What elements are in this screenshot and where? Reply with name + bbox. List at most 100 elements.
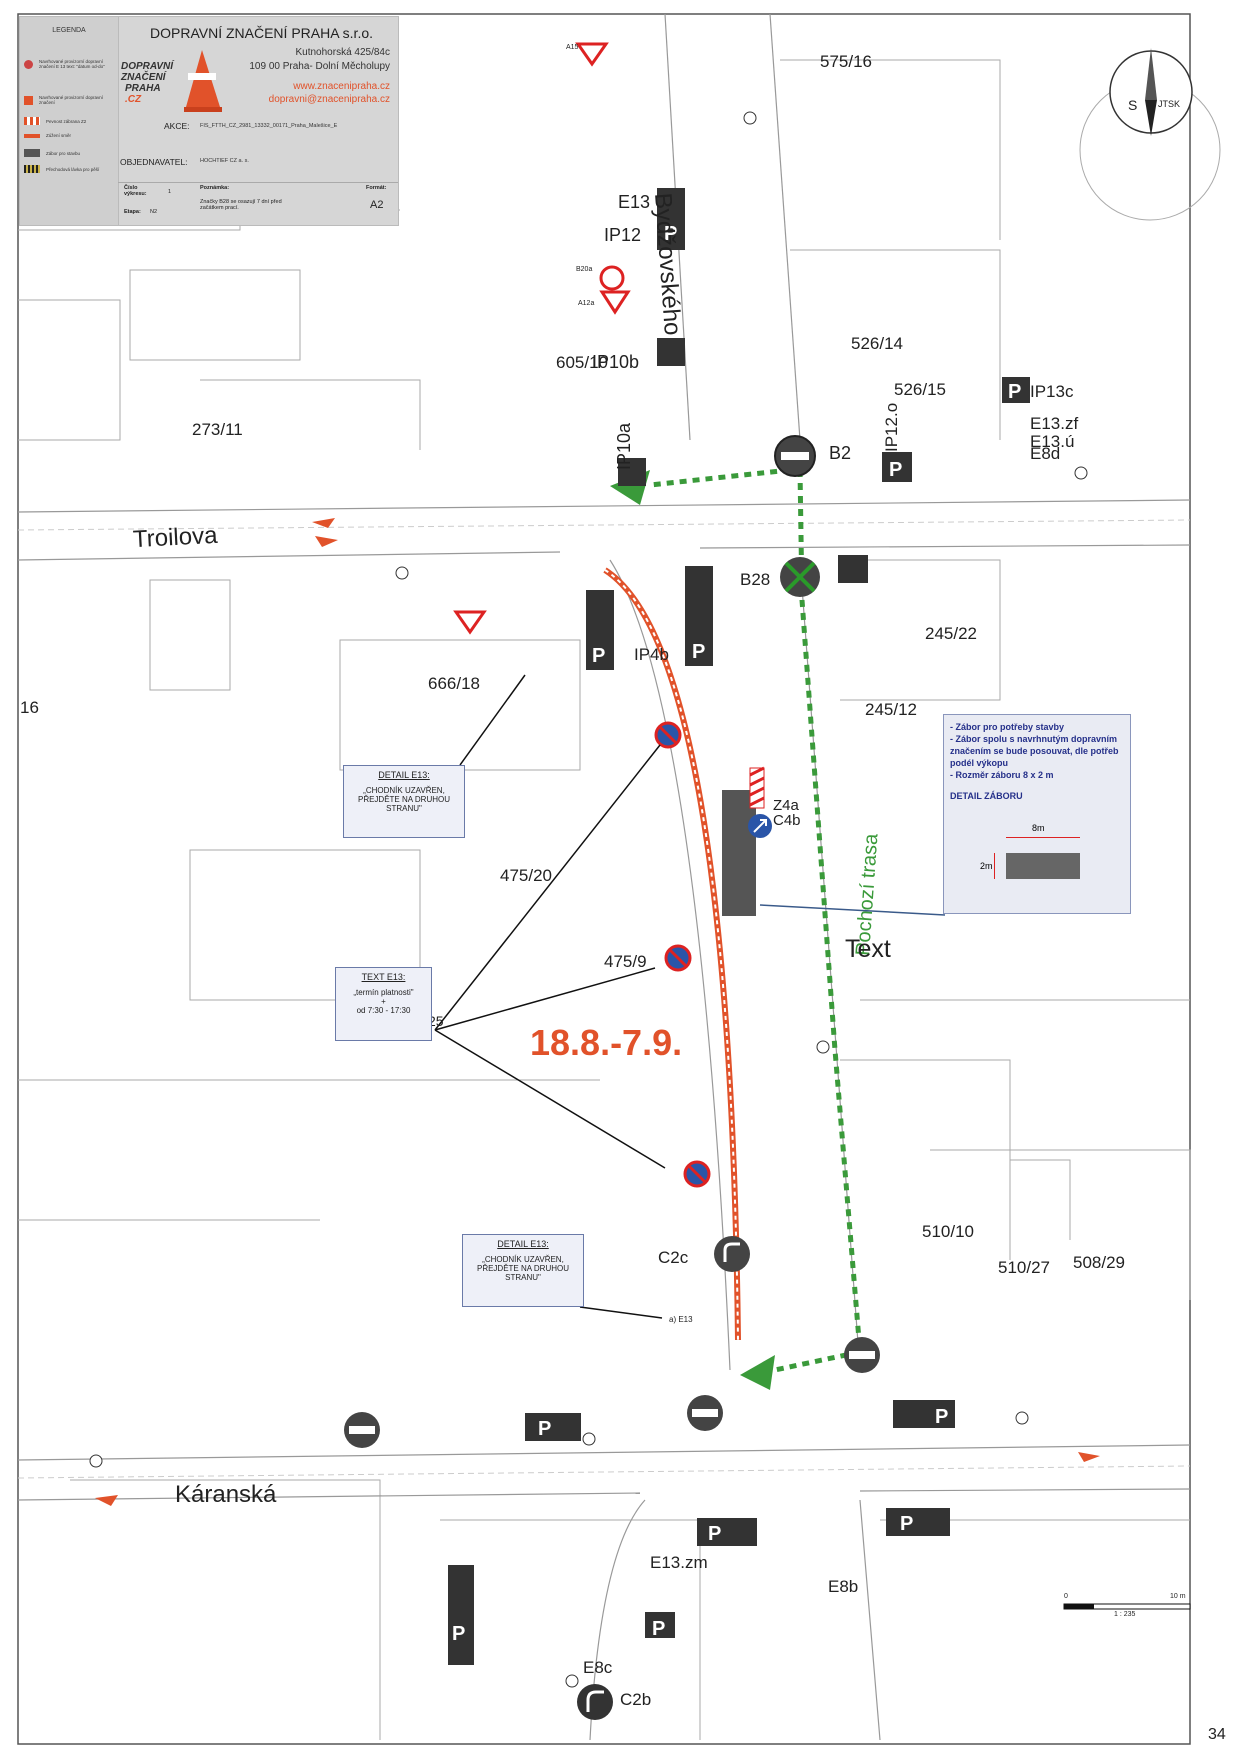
logo-text: ZNAČENÍ [121, 72, 166, 83]
cone-icon [184, 50, 222, 112]
legend-item: Pevnost zábrana Z2 [24, 117, 116, 125]
text-label: Text [845, 935, 891, 963]
zabor-dim-h-line [994, 853, 995, 879]
scale-end: 10 m [1170, 1593, 1186, 1600]
b28-sign-icon [683, 1160, 711, 1188]
sign-code: C4b [773, 812, 801, 829]
divider [118, 182, 398, 183]
direction-arrow-2 [315, 536, 338, 547]
company-name: DOPRAVNÍ ZNAČENÍ PRAHA s.r.o. [150, 25, 374, 41]
parcel-label: 575/16 [820, 52, 872, 71]
b20a-sign-icon [599, 265, 625, 291]
zabor-rect [1006, 853, 1080, 879]
sign-code: E13.zm [650, 1553, 708, 1572]
road-edges [17, 13, 1191, 1741]
sign-code: A15 [566, 44, 579, 51]
street-karanska: Káranská [175, 1481, 277, 1508]
sign-code: E8b [828, 1577, 859, 1596]
etapa-value: N2 [150, 209, 158, 215]
text-e13-note: TEXT E13: „termín platnosti" + od 7:30 -… [335, 967, 432, 1041]
zabor-line: - Rozměr záboru 8 x 2 m [950, 770, 1054, 780]
detail-e13-note-2: DETAIL E13: „CHODNÍK UZAVŘEN, PŘEJDĚTE N… [462, 1234, 584, 1307]
sign-code: Z4a [773, 797, 799, 814]
svg-text:P: P [692, 641, 705, 663]
zabor-detail-box: - Zábor pro potřeby stavby - Zábor spolu… [943, 714, 1131, 914]
note-text: „CHODNÍK UZAVŘEN, PŘEJDĚTE NA DRUHOU STR… [357, 786, 450, 813]
sign-code: B28 [740, 570, 771, 589]
scale-start: 0 [1064, 1593, 1068, 1600]
work-zone [722, 790, 756, 916]
street-troilova: Troilova [132, 521, 219, 554]
legend-title: LEGENDA [52, 27, 86, 34]
b2-sign-icon [344, 1412, 380, 1448]
legend-swatch [24, 117, 40, 125]
company-address1: Kutnohorská 425/84c [295, 47, 390, 58]
scale-ratio: 1 : 235 [1114, 1611, 1136, 1618]
title-block: LEGENDA Navrhované provizorní dopravní z… [19, 16, 399, 226]
parcel-label: 526/14 [851, 334, 903, 353]
ip12-sign-icon [893, 1400, 955, 1428]
a15-sign-icon [453, 610, 487, 635]
zabor-dim-h: 2m [980, 861, 993, 871]
north-s: S [1128, 97, 1138, 113]
svg-text:P: P [889, 459, 902, 481]
sign-code: a) E13 [669, 1315, 693, 1324]
logo-text: .CZ [125, 94, 142, 105]
parcel-label: 16 [20, 698, 39, 717]
etapa-label: Etapa: [124, 209, 141, 215]
page-number: 34 [1208, 1726, 1226, 1743]
parcel-label: 510/27 [998, 1258, 1050, 1277]
parcel-label: 273/11 [192, 420, 243, 439]
ip12-sign-icon [657, 188, 685, 250]
zabor-dim-w: 8m [1032, 823, 1045, 833]
svg-text:P: P [1008, 381, 1021, 403]
company-web: www.znacenipraha.cz [293, 81, 390, 92]
parcel-label: 508/29 [1073, 1253, 1125, 1272]
parking-signs [448, 188, 1030, 1665]
parcel-label: 605/10 [556, 353, 608, 372]
sign-code: E13 [618, 192, 651, 212]
ip10a-sign-icon [838, 555, 868, 583]
parcel-label: 245/22 [925, 624, 977, 643]
lamp-symbols [89, 111, 1088, 1688]
logo-text: PRAHA [125, 83, 161, 94]
ip4b-sign-icon [886, 1508, 950, 1536]
curb-lines [17, 519, 1191, 1479]
ip13c-sign-icon [586, 590, 614, 670]
legend-swatch [24, 149, 40, 157]
b28-sign-icon [780, 557, 820, 597]
poznamka-label: Poznámka: [200, 185, 230, 191]
note-line: od 7:30 - 17:30 [356, 1006, 411, 1015]
direction-arrow-1 [312, 518, 335, 528]
note-title: DETAIL E13: [378, 770, 430, 780]
legend-swatch [24, 95, 33, 105]
svg-text:P: P [452, 1623, 465, 1645]
sign-code: IP10a [614, 422, 634, 470]
c2c-sign-icon [714, 1236, 750, 1272]
legend-item: Zábor pro stavbu [24, 149, 116, 157]
ip4b-sign-icon [697, 1518, 757, 1546]
ip13c-sign-icon [1002, 377, 1030, 403]
c4b-sign-icon [748, 814, 772, 838]
ip10a-sign-icon [618, 458, 646, 486]
sign-code: C2b [620, 1690, 652, 1709]
parcel-label: 510/10 [922, 1222, 974, 1241]
legend-swatch [24, 59, 33, 69]
sign-code: E8d [1030, 444, 1061, 463]
sign-code: IP4b [634, 645, 669, 664]
svg-text:P: P [664, 223, 677, 245]
parcel-label: 666/18 [428, 674, 480, 693]
sign-code: IP12 [604, 225, 642, 245]
b28-sign-icon [664, 944, 692, 972]
b2-sign-icon [687, 1395, 723, 1431]
sign-code: B20a [576, 266, 593, 273]
sign-code: A12a [578, 300, 595, 307]
b28-sign-icon [654, 721, 682, 749]
note-line: „termín platnosti" [353, 988, 414, 997]
sign-code: IP12.o [882, 402, 901, 452]
direction-arrow-4 [1078, 1452, 1100, 1462]
ip10a-sign-icon [448, 1565, 474, 1665]
sign-code: E13.zf [1030, 414, 1079, 433]
cislo-value: 1 [168, 189, 172, 195]
